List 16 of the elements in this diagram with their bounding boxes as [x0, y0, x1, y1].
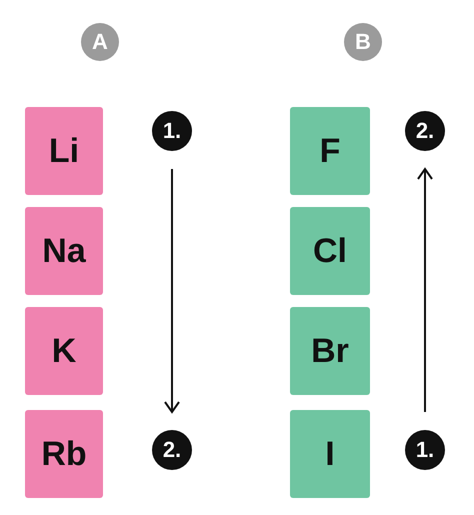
step-circle: 1.: [152, 111, 192, 151]
element-tile: K: [25, 307, 103, 395]
label-circle: A: [81, 23, 119, 61]
element-tile: Rb: [25, 410, 103, 498]
element-tile: Na: [25, 207, 103, 295]
element-tile: Li: [25, 107, 103, 195]
element-tile: Br: [290, 307, 370, 395]
element-tile: F: [290, 107, 370, 195]
label-circle: B: [344, 23, 382, 61]
arrow: [417, 168, 433, 412]
arrow: [164, 169, 180, 413]
element-tile: I: [290, 410, 370, 498]
step-circle: 2.: [405, 111, 445, 151]
step-circle: 2.: [152, 430, 192, 470]
element-tile: Cl: [290, 207, 370, 295]
step-circle: 1.: [405, 430, 445, 470]
